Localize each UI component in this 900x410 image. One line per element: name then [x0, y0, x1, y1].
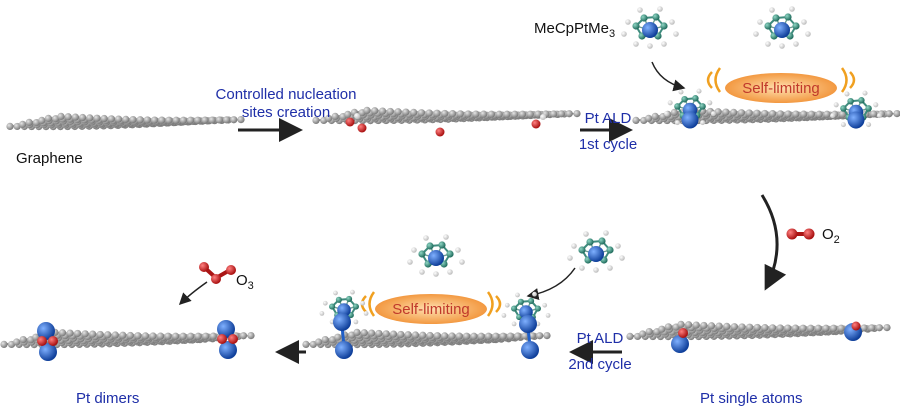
ald-first-cycle-label: Pt ALD 1st cycle	[568, 110, 648, 154]
pt-dimers	[37, 320, 238, 361]
self-limiting-badge-bottom: Self-limiting	[360, 291, 502, 324]
dimers-label: Pt dimers	[76, 390, 140, 407]
o2-sub: 2	[833, 234, 840, 246]
graphene-label: Graphene	[16, 150, 83, 167]
nucleation-label: Controlled nucleation sites creation	[196, 86, 376, 122]
graphene-sheet-second-cycle	[302, 328, 551, 349]
ald-first-line2: 1st cycle	[578, 136, 638, 153]
self-limiting-badge-top: Self-limiting	[706, 67, 856, 103]
single-atoms-label: Pt single atoms	[700, 390, 803, 407]
self-limiting-label-top: Self-limiting	[742, 80, 820, 97]
o2-label: O2	[822, 226, 840, 249]
ald-second-line2: 2nd cycle	[568, 356, 632, 373]
precursor-sub: 3	[609, 28, 616, 40]
ald-second-cycle-label: Pt ALD 2nd cycle	[560, 330, 640, 374]
o2-main: O	[822, 226, 834, 243]
arrow-ozone-release	[178, 281, 208, 306]
ald-first-line1: Pt ALD	[584, 110, 632, 127]
o2-molecule-icon	[786, 228, 815, 240]
o3-sub: 3	[247, 280, 254, 292]
graphene-sheet-pristine	[6, 112, 245, 131]
o3-molecule-icon	[199, 262, 236, 284]
pt-atoms-second-cycle	[333, 313, 539, 359]
arrow-precursor-approach	[651, 61, 686, 92]
precursor-main: MeCpPtMe	[534, 20, 610, 37]
ald-second-line1: Pt ALD	[576, 330, 624, 347]
o3-main: O	[236, 272, 248, 289]
arrow-precursor-approach-2	[526, 267, 576, 300]
pt-atoms-first-cycle	[681, 111, 865, 129]
self-limiting-label-bottom: Self-limiting	[392, 301, 470, 318]
pt-precursor-molecules	[319, 6, 882, 328]
graphene-sheet-functionalized	[312, 106, 581, 125]
oxygen-nucleation-sites	[345, 113, 546, 137]
nucleation-label-line2: sites creation	[241, 104, 331, 121]
arrow-oxidation-o2	[760, 194, 787, 291]
precursor-formula-label: MeCpPtMe3	[534, 20, 615, 43]
nucleation-label-line1: Controlled nucleation	[215, 86, 357, 103]
pt-single-atoms	[671, 321, 862, 353]
o3-label: O3	[236, 272, 254, 295]
